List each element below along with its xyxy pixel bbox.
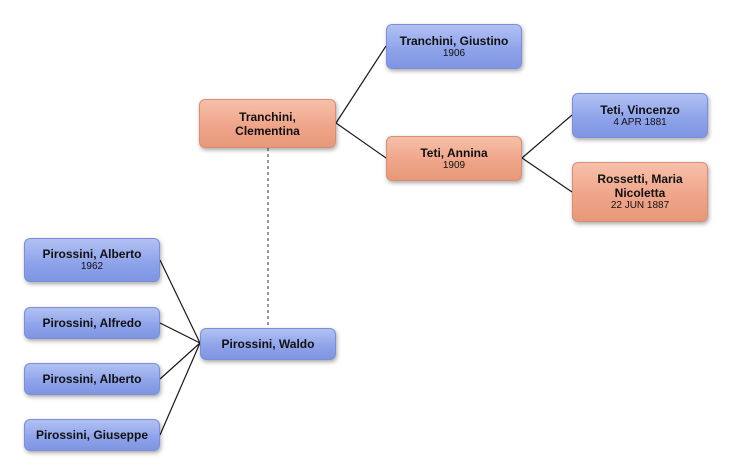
person-node-clementina[interactable]: Tranchini, Clementina (199, 99, 336, 148)
person-node-maria[interactable]: Rossetti, Maria Nicoletta 22 JUN 1887 (572, 162, 708, 222)
parent-link-line (335, 45, 387, 124)
person-date: 4 APR 1881 (613, 116, 667, 128)
person-node-alfredo[interactable]: Pirossini, Alfredo (24, 307, 160, 339)
person-date: 22 JUN 1887 (610, 200, 670, 211)
person-date: 1909 (442, 159, 466, 171)
person-node-giuseppe[interactable]: Pirossini, Giuseppe (24, 419, 160, 451)
person-node-giustino[interactable]: Tranchini, Giustino 1906 (386, 24, 522, 69)
person-node-waldo[interactable]: Pirossini, Waldo (200, 328, 336, 360)
person-name: Pirossini, Alberto (42, 372, 142, 386)
parent-link-line (335, 122, 387, 159)
person-name: Pirossini, Waldo (221, 337, 315, 351)
person-name: Pirossini, Alberto (42, 247, 142, 261)
person-name: Teti, Annina (420, 145, 488, 160)
person-name: Pirossini, Giuseppe (35, 428, 149, 442)
parent-link-line (521, 114, 573, 159)
person-name: Rossetti, Maria Nicoletta (597, 172, 683, 200)
person-node-annina[interactable]: Teti, Annina 1909 (386, 136, 522, 181)
child-link-line (159, 342, 201, 436)
person-node-alberto-1962[interactable]: Pirossini, Alberto 1962 (24, 238, 160, 282)
person-date: 1962 (80, 261, 104, 272)
person-date: 1906 (442, 47, 466, 59)
child-link-line (159, 322, 201, 344)
child-link-line (159, 259, 201, 344)
person-node-alberto[interactable]: Pirossini, Alberto (24, 363, 160, 395)
person-node-vincenzo[interactable]: Teti, Vincenzo 4 APR 1881 (572, 93, 708, 138)
parent-link-line (521, 157, 573, 193)
child-link-line (159, 342, 201, 380)
person-name: Pirossini, Alfredo (42, 316, 142, 330)
person-name: Tranchini, Giustino (399, 33, 509, 48)
person-name: Tranchini, Clementina (235, 109, 300, 138)
person-name: Teti, Vincenzo (600, 102, 680, 117)
